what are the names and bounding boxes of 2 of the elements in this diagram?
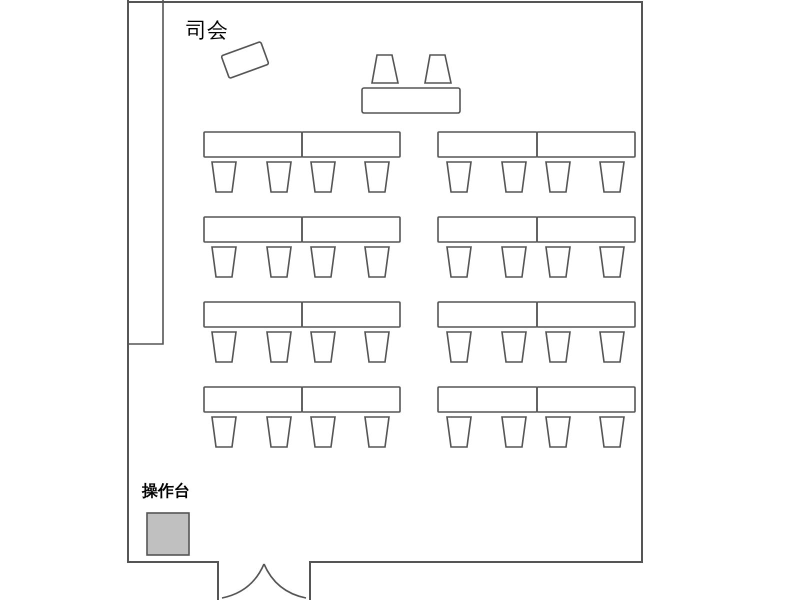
- room-label: 司会: [186, 20, 228, 41]
- room-label: 操作台: [142, 483, 190, 499]
